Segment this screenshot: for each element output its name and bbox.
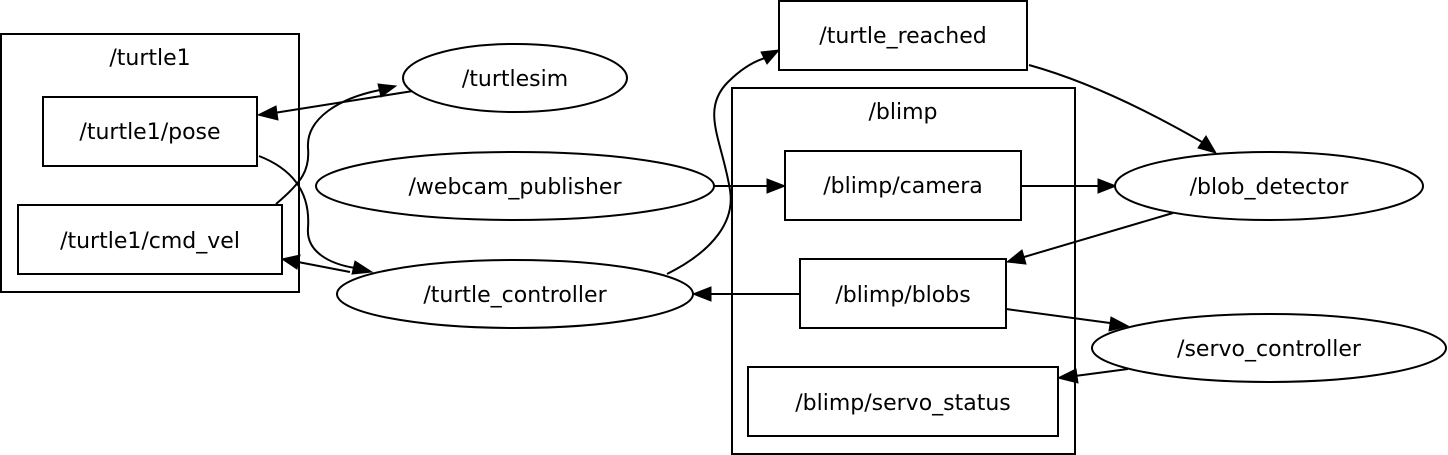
node-blimp-blobs-label: /blimp/blobs <box>835 283 970 308</box>
node-turtle-reached[interactable]: /turtle_reached <box>778 0 1028 71</box>
node-turtlesim[interactable]: /turtlesim <box>402 43 628 113</box>
edge-blimp-blobs-to-turtle-controller <box>691 286 800 302</box>
node-turtle1-cmd-vel[interactable]: /turtle1/cmd_vel <box>17 204 283 275</box>
node-blimp-camera[interactable]: /blimp/camera <box>784 150 1022 221</box>
node-turtle-reached-label: /turtle_reached <box>819 24 986 49</box>
node-blob-detector-label: /blob_detector <box>1190 175 1350 200</box>
edge-blimp-camera-to-blob-detector <box>1022 178 1118 194</box>
node-webcam-publisher-label: /webcam_publisher <box>409 175 623 200</box>
edge-turtle-controller-to-turtle1-cmd-vel <box>280 254 351 273</box>
node-webcam-publisher[interactable]: /webcam_publisher <box>315 151 715 221</box>
edge-turtle1-pose-to-turtle-controller <box>258 155 374 275</box>
edge-turtle-reached-to-blob-detector <box>1028 64 1218 154</box>
node-blimp-camera-label: /blimp/camera <box>823 174 982 199</box>
node-blimp-blobs[interactable]: /blimp/blobs <box>799 258 1007 329</box>
cluster-turtle1-label: /turtle1 <box>109 46 190 71</box>
edge-blimp-blobs-to-servo-controller <box>1005 308 1130 332</box>
edge-blob-detector-to-blimp-blobs <box>1005 212 1174 265</box>
node-turtlesim-label: /turtlesim <box>462 67 568 92</box>
node-blob-detector[interactable]: /blob_detector <box>1114 151 1424 221</box>
node-servo-controller-label: /servo_controller <box>1177 337 1362 362</box>
node-turtle1-cmd-vel-label: /turtle1/cmd_vel <box>60 229 240 254</box>
node-turtle1-pose[interactable]: /turtle1/pose <box>42 96 258 167</box>
edge-webcam-publisher-to-blimp-camera <box>714 178 787 194</box>
node-blimp-servo-status-label: /blimp/servo_status <box>795 391 1011 416</box>
node-turtle1-pose-label: /turtle1/pose <box>79 120 220 145</box>
node-blimp-servo-status[interactable]: /blimp/servo_status <box>747 366 1059 437</box>
edge-turtle-controller-to-turtle-reached <box>666 49 781 275</box>
node-turtle-controller[interactable]: /turtle_controller <box>336 259 694 329</box>
node-servo-controller[interactable]: /servo_controller <box>1091 313 1447 383</box>
cluster-blimp: /blimp <box>731 87 1076 455</box>
edge-servo-controller-to-blimp-servo-status <box>1056 368 1129 384</box>
cluster-turtle1: /turtle1 <box>0 33 300 293</box>
edge-turtle1-cmd-vel-to-turtlesim <box>275 83 398 205</box>
node-turtle-controller-label: /turtle_controller <box>423 283 607 308</box>
cluster-blimp-label: /blimp <box>869 100 938 125</box>
